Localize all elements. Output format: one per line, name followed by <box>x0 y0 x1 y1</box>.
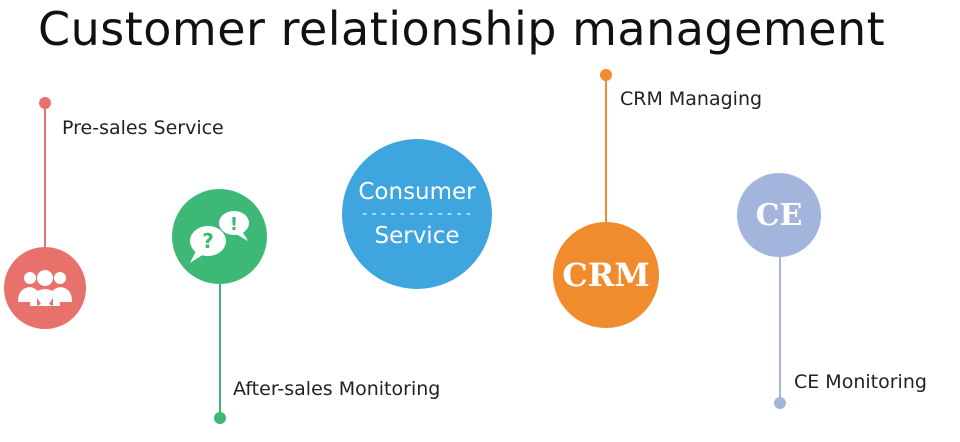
consumer-service-node: Consumer ------------ Service <box>342 139 492 289</box>
crm-line-dot <box>600 69 612 81</box>
ce-node: CE <box>737 173 821 257</box>
svg-text:?: ? <box>202 229 214 253</box>
ce-line-dot <box>774 397 786 409</box>
consumer-service-line1: Consumer <box>358 179 476 205</box>
people-group-icon <box>18 270 72 306</box>
ce-label: CE Monitoring <box>794 371 927 393</box>
aftersales-connector <box>219 284 221 416</box>
presales-label: Pre-sales Service <box>62 117 224 139</box>
aftersales-node: ? ! <box>172 189 267 284</box>
svg-text:!: ! <box>229 214 237 235</box>
crm-badge: CRM <box>562 256 650 294</box>
consumer-service-divider: ------------ <box>360 206 474 222</box>
ce-connector <box>779 257 781 401</box>
consumer-service-line2: Service <box>374 223 460 249</box>
ce-badge: CE <box>755 197 803 233</box>
presales-line-dot <box>39 97 51 109</box>
crm-label: CRM Managing <box>620 88 763 110</box>
aftersales-label: After-sales Monitoring <box>233 378 441 400</box>
crm-connector <box>605 80 607 224</box>
diagram-title: Customer relationship management <box>38 2 886 56</box>
presales-node <box>4 247 86 329</box>
aftersales-line-dot <box>214 412 226 424</box>
presales-connector <box>44 108 46 248</box>
crm-node: CRM <box>553 222 659 328</box>
speech-bubbles-icon: ? ! <box>189 210 249 263</box>
